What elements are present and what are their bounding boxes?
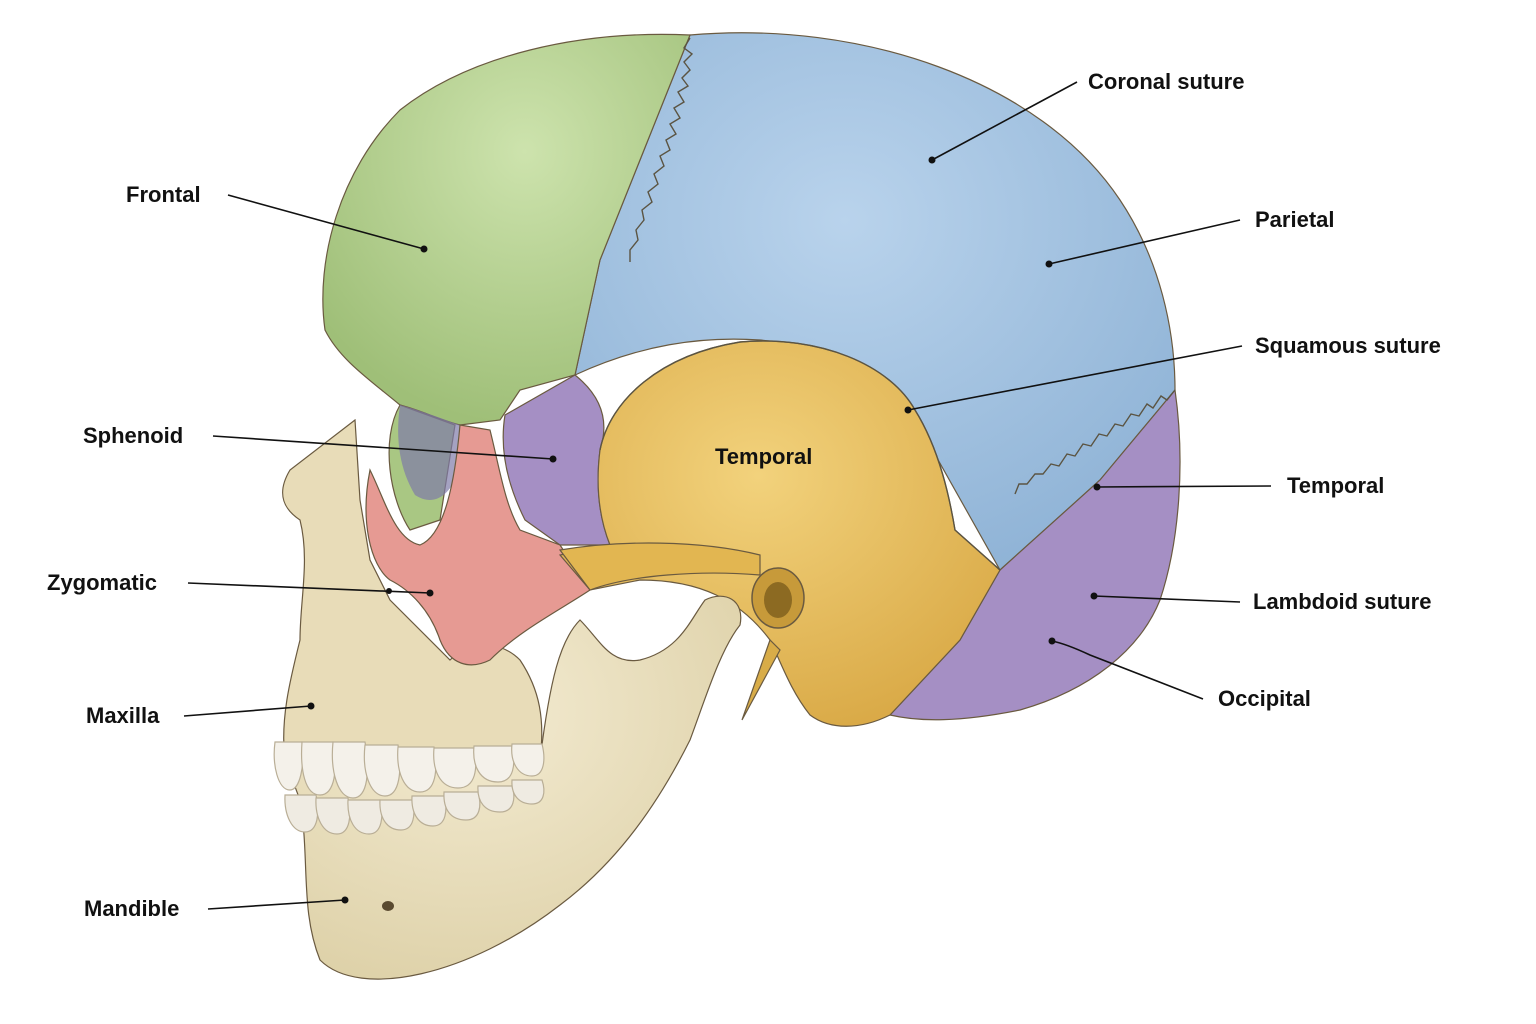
occipital-bone [888, 388, 1181, 721]
label-lambdoid-suture: Lambdoid suture [1253, 589, 1432, 614]
parietal-bone [574, 32, 1176, 571]
label-temporal-center: Temporal [715, 444, 813, 469]
label-parietal: Parietal [1255, 207, 1335, 232]
label-coronal-suture: Coronal suture [1088, 69, 1245, 94]
label-temporal-right: Temporal [1287, 473, 1385, 498]
label-squamous-suture: Squamous suture [1255, 333, 1441, 358]
orbit-cavity [398, 405, 460, 500]
sphenoid-bone [502, 374, 611, 546]
leader-lines [183, 81, 1272, 910]
label-sphenoid: Sphenoid [83, 423, 184, 448]
label-occipital: Occipital [1218, 686, 1311, 711]
label-zygomatic: Zygomatic [47, 570, 158, 595]
upper-teeth [273, 741, 545, 799]
squamous-suture-line [599, 340, 1001, 571]
label-maxilla: Maxilla [86, 703, 160, 728]
label-mandible: Mandible [84, 896, 180, 921]
lambdoid-suture-line [1014, 389, 1176, 495]
styloid-process [741, 638, 781, 721]
coronal-suture-line [629, 37, 694, 262]
zygomatic-arch [558, 542, 761, 591]
label-frontal: Frontal [126, 182, 201, 207]
lower-teeth [284, 779, 545, 835]
